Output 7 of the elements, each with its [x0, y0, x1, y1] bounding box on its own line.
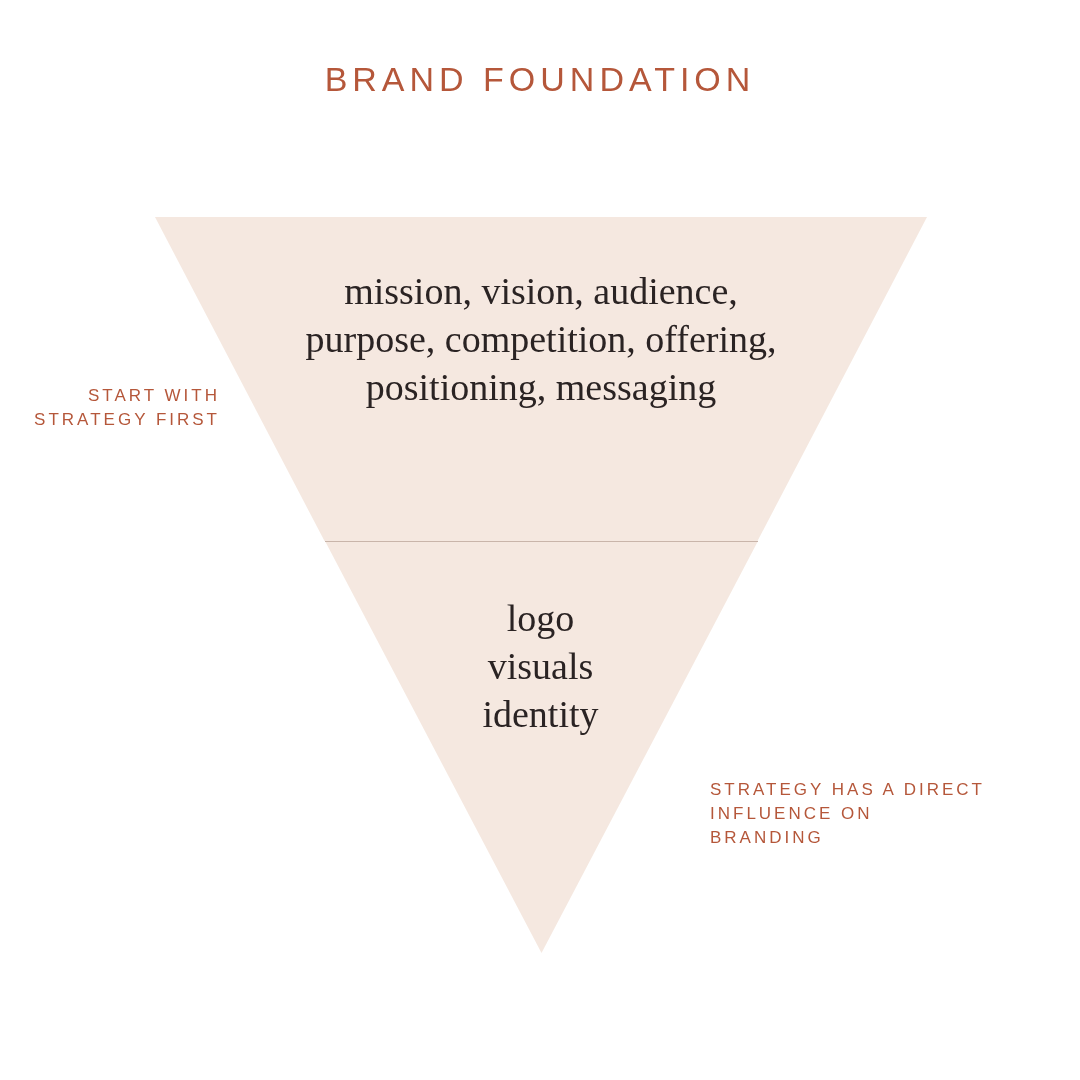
section-text: logo — [505, 596, 576, 641]
section-text: mission, vision, audience, purpose, competition, offering, positioning, messaging — [304, 269, 778, 410]
section-text: identity — [481, 692, 600, 737]
side-note: STRATEGY HAS A DIRECT INFLUENCE ON BRANDING — [710, 779, 986, 849]
diagram-title: BRAND FOUNDATION — [323, 60, 757, 99]
section-text: visuals — [486, 644, 595, 689]
side-note: START WITH STRATEGY FIRST — [33, 385, 220, 431]
